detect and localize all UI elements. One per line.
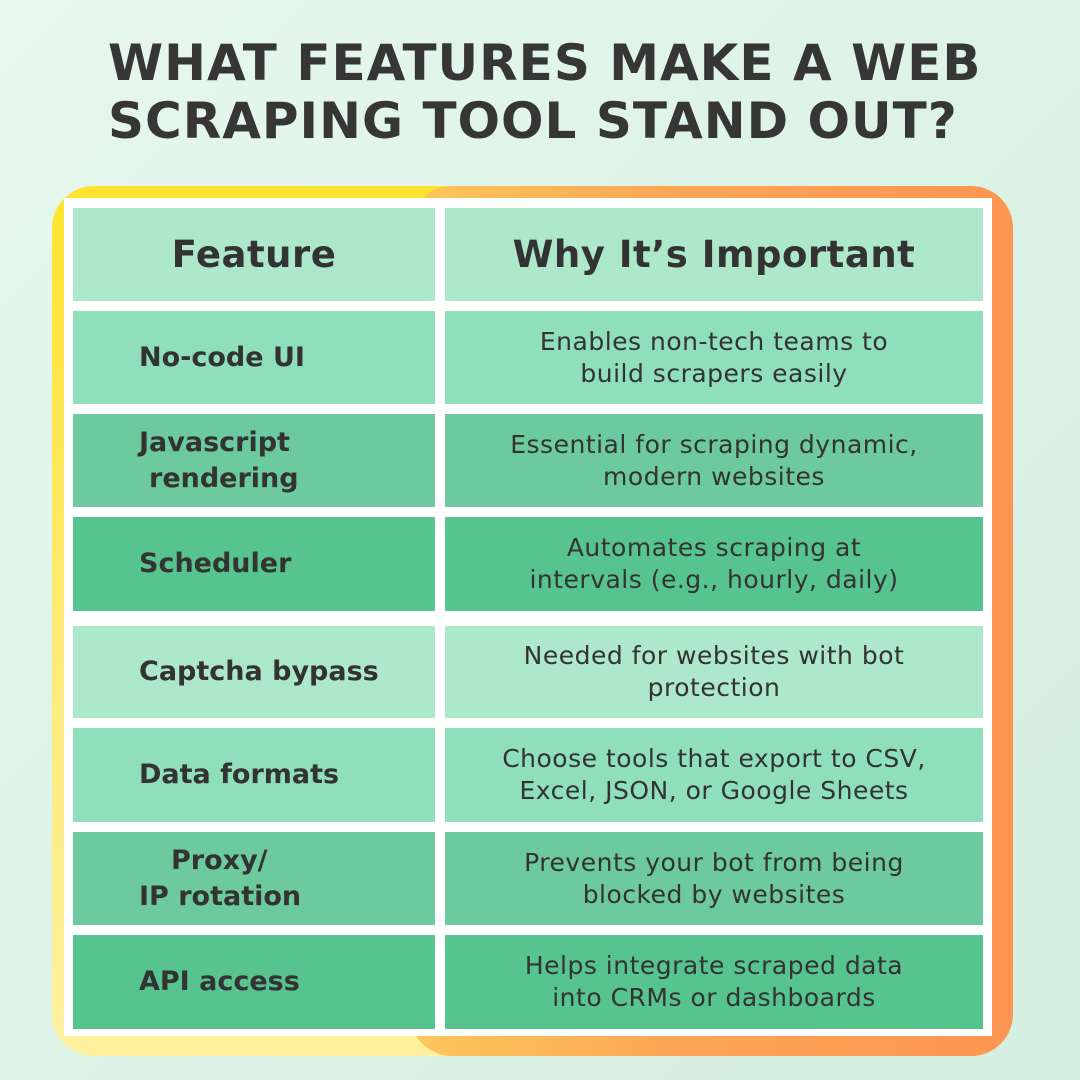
feature-cell: Javascript rendering [73,414,435,507]
description-cell: Needed for websites with bot protection [445,626,983,718]
description-line: Prevents your bot from being [524,847,904,877]
description-line: Excel, JSON, or Google Sheets [519,776,909,805]
description-line: Needed for websites with bot [523,641,905,670]
table-header-row: Feature Why It’s Important [73,208,983,301]
table-row: Javascript rendering Essential for scrap… [73,414,983,507]
feature-label: Captcha bypass [139,656,379,687]
table-row: Proxy/IP rotation Prevents your bot from… [73,832,983,925]
feature-label: API access [139,966,300,997]
description-line: protection [647,673,781,702]
table-row: Data formats Choose tools that export to… [73,728,983,822]
description-line: modern websites [603,461,825,491]
header-feature-label: Feature [171,233,337,276]
features-table: Feature Why It’s Important No-code UI En… [64,198,992,1036]
feature-cell: No-code UI [73,311,435,404]
feature-label: Javascript [139,426,290,458]
description-cell: Automates scraping at intervals (e.g., ho… [445,517,983,611]
feature-cell: Data formats [73,728,435,822]
description-line: blocked by websites [582,879,846,909]
feature-label: Scheduler [139,548,292,579]
feature-cell: Scheduler [73,517,435,611]
description-line: intervals (e.g., hourly, daily) [529,565,899,594]
table-row: Captcha bypass Needed for websites with … [73,626,983,718]
description-line: Automates scraping at [566,533,862,562]
description-cell: Helps integrate scraped data into CRMs or… [445,935,983,1029]
description-line: Essential for scraping dynamic, [510,429,918,459]
feature-label: No-code UI [139,341,305,373]
header-feature: Feature [73,208,435,301]
feature-cell: Captcha bypass [73,626,435,718]
description-line: into CRMs or dashboards [552,983,876,1012]
feature-label: rendering [149,462,299,494]
header-why-label: Why It’s Important [512,233,916,276]
feature-label: Proxy/ [171,844,268,876]
description-cell: Choose tools that export to CSV, Excel, J… [445,728,983,822]
description-cell: Essential for scraping dynamic,modern we… [445,414,983,507]
feature-cell: Proxy/IP rotation [73,832,435,925]
description-line: build scrapers easily [580,358,848,388]
table-row: Scheduler Automates scraping at intervals… [73,517,983,611]
description-line: Enables non-tech teams to [539,326,889,356]
feature-label: Data formats [139,759,340,790]
description-line: Choose tools that export to CSV, [502,744,926,773]
title-line-1: WHAT FEATURES MAKE A WEB [108,34,982,92]
page-title: WHAT FEATURES MAKE A WEB SCRAPING TOOL S… [108,34,1008,150]
feature-cell: API access [73,935,435,1029]
header-why-important: Why It’s Important [445,208,983,301]
description-line: Helps integrate scraped data [524,951,904,980]
feature-label: IP rotation [139,880,302,912]
table-row: API access Helps integrate scraped data i… [73,935,983,1029]
title-line-2: SCRAPING TOOL STAND OUT? [108,92,958,150]
